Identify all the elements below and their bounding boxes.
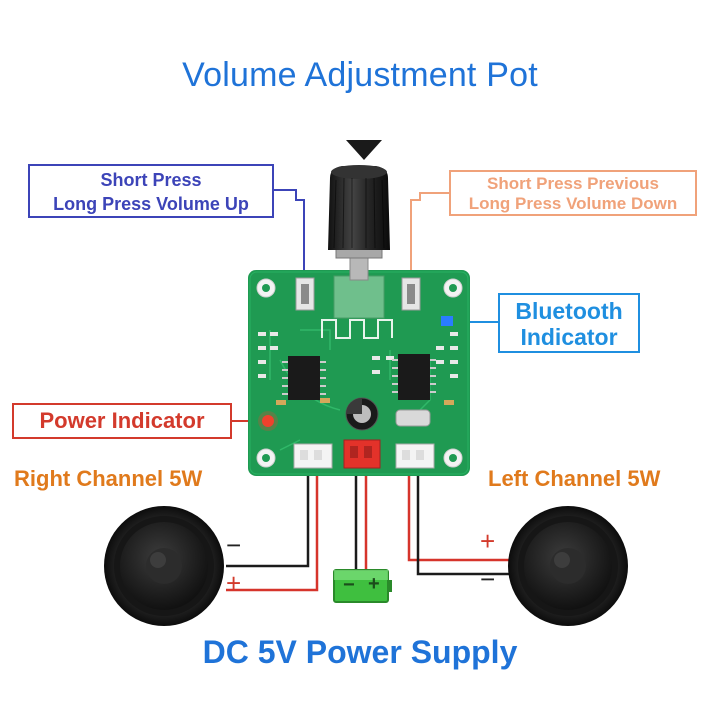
callout-bluetooth-indicator: Bluetooth Indicator [498,293,640,353]
callout-prev-line1: Short Press [100,170,202,190]
power-led [262,415,274,427]
battery-plus-label: + [368,573,380,595]
right-channel-label: Right Channel 5W [14,466,203,491]
callout-next-line2: Long Press Volume Down [468,194,678,213]
left-channel-connector [395,443,435,469]
callout-prev-line2: Long Press Volume Up [53,194,249,214]
right-speaker-minus: − [226,530,242,560]
right-channel-connector [293,443,333,469]
left-speaker-plus: + [480,526,496,556]
callout-prev-button: Short Press Long Press Volume Up [28,164,274,218]
bluetooth-led [441,316,453,326]
callout-bluetooth-line2: Indicator [520,324,618,350]
callout-next-button: Short Press Previous Long Press Volume D… [449,170,697,216]
speaker-right-channel [104,506,224,626]
callout-power-indicator: Power Indicator [12,403,232,439]
pointer-arrow-icon [346,140,382,160]
right-speaker-plus: + [226,568,242,598]
power-connector [343,439,381,469]
wires [226,468,510,592]
bluetooth-chip [398,354,430,400]
volume-knob [328,165,390,281]
leader-line-next [410,192,449,278]
battery-icon [333,569,392,603]
left-channel-label: Left Channel 5W [488,466,661,491]
crystal [395,409,431,427]
left-speaker-minus: − [480,564,496,594]
callout-next-line1: Short Press Previous [487,174,659,193]
prev-button [295,277,315,311]
leader-line-prev [274,189,305,278]
page-title: Volume Adjustment Pot [182,56,538,94]
amplifier-chip [288,356,320,400]
speaker-left-channel [508,506,628,626]
power-supply-title: DC 5V Power Supply [202,634,518,670]
battery-minus-label: − [343,574,355,596]
potentiometer-base [333,275,385,319]
next-button [401,277,421,311]
pcb-board [248,270,470,476]
callout-bluetooth-line1: Bluetooth [515,298,623,324]
